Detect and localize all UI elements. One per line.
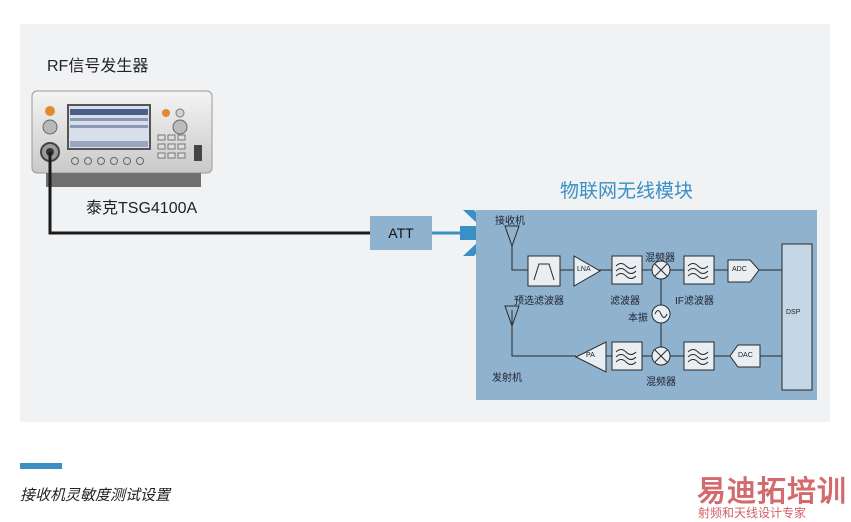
lo-label: 本振: [628, 313, 648, 324]
rx-antenna-icon: [504, 225, 520, 248]
module-title: 物联网无线模块: [560, 181, 694, 202]
tx-mixer-icon: [651, 346, 671, 366]
module-diagram: [504, 225, 813, 391]
receiver-label: 接收机: [495, 216, 525, 227]
rf-cable: [48, 152, 370, 235]
watermark-brand: 易迪拓培训: [697, 476, 848, 508]
pa-amplifier-icon: [574, 341, 607, 373]
tx-if-filter-icon: [683, 341, 715, 371]
watermark-tagline: 射频和天线设计专家: [698, 506, 807, 520]
att-box: ATT: [370, 216, 432, 250]
lna-amplifier-icon: [573, 255, 602, 287]
tx-mixer-label: 混频器: [646, 377, 676, 388]
preselect-filter-icon: [527, 255, 561, 287]
filter-label: 滤波器: [610, 296, 640, 307]
local-oscillator-icon: [651, 304, 671, 324]
dsp-label: DSP: [786, 309, 801, 316]
tx-antenna-icon: [504, 305, 520, 328]
lna-label: LNA: [577, 266, 591, 273]
if-filter-label: IF滤波器: [675, 296, 714, 307]
dsp-block: [781, 243, 813, 391]
dac-shape: [729, 344, 761, 368]
rx-mixer-label: 混频器: [645, 253, 675, 264]
figure-caption: 接收机灵敏度测试设置: [20, 487, 171, 504]
tx-filter-icon: [611, 341, 643, 371]
dac-label: DAC: [738, 352, 753, 359]
module-box: [476, 210, 817, 400]
generator-title: RF信号发生器: [47, 58, 149, 75]
if-filter-icon: [683, 255, 715, 285]
caption-accent-bar: [20, 463, 62, 469]
adc-label: ADC: [732, 266, 747, 273]
att-label: ATT: [388, 225, 414, 241]
transmitter-label: 发射机: [492, 373, 522, 384]
pa-label: PA: [586, 352, 595, 359]
generator-model: 泰克TSG4100A: [86, 200, 198, 217]
preselect-filter-label: 预选滤波器: [514, 296, 564, 307]
rx-mixer-icon: [651, 260, 671, 280]
rx-filter-icon: [611, 255, 643, 285]
adc-shape: [727, 259, 760, 283]
